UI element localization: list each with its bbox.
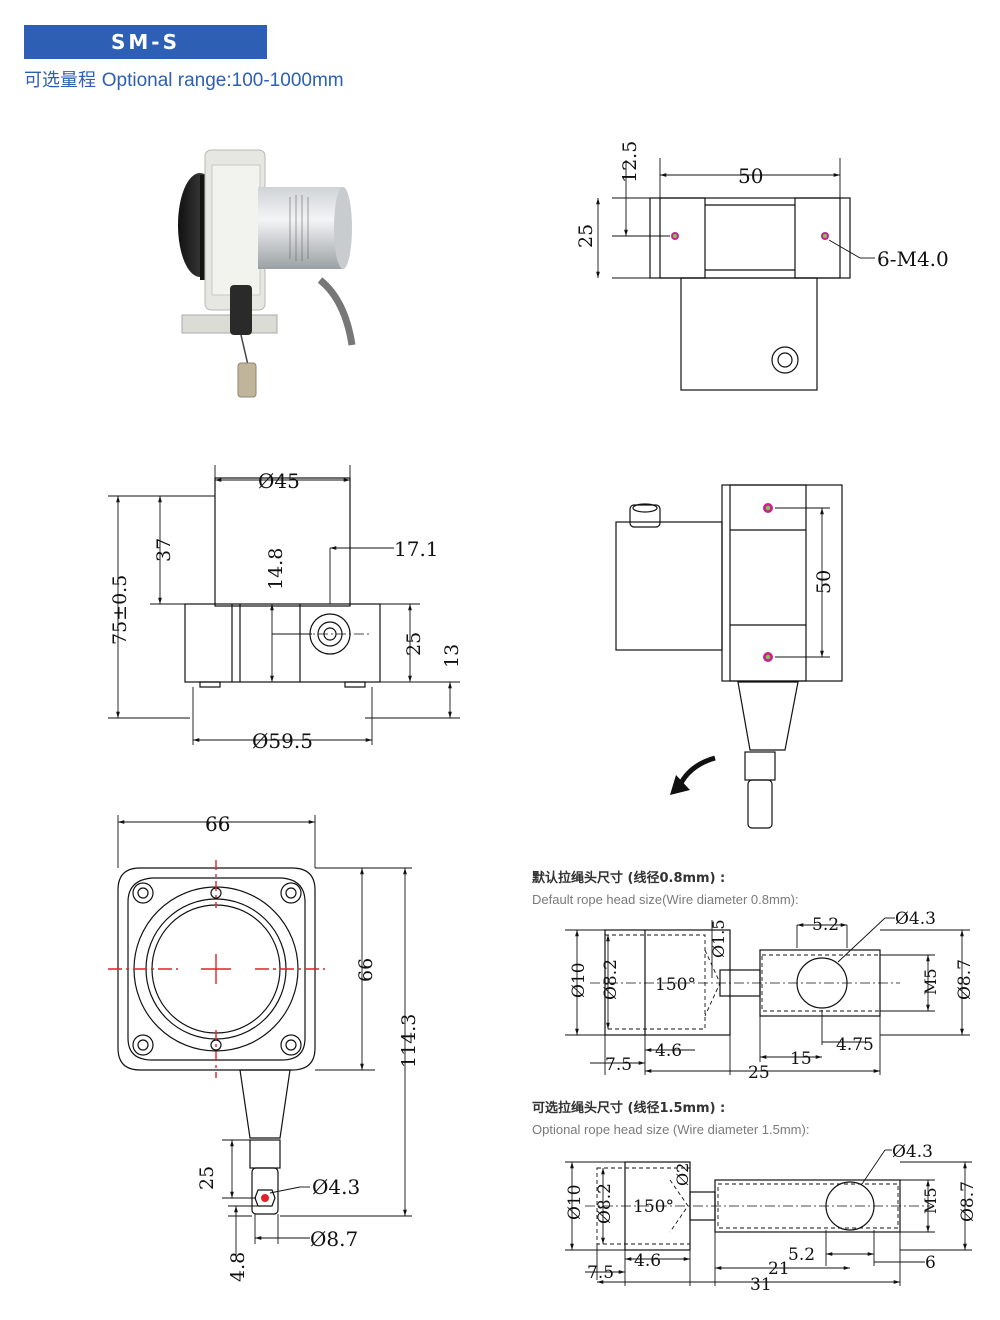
default-rope-head: 默认拉绳头尺寸 (线径0.8mm) : Default rope head si… — [532, 870, 975, 1083]
dim-front-13: 13 — [441, 644, 463, 668]
optional-d8-2: Ø8.2 — [595, 1183, 615, 1224]
dim-bottom-114-3: 114.3 — [398, 1014, 420, 1068]
dim-top-12-5: 12.5 — [619, 141, 641, 183]
default-d150: 150° — [655, 975, 696, 995]
optional-d5-2: 5.2 — [788, 1245, 815, 1265]
model-label: SM-S — [110, 30, 180, 54]
dim-bottom-8-7: Ø8.7 — [310, 1227, 358, 1251]
optional-d31: 31 — [750, 1275, 772, 1295]
default-m5: M5 — [921, 968, 940, 995]
default-d4-75: 4.75 — [836, 1035, 874, 1055]
side-view: 50 — [615, 484, 843, 829]
optional-rope-head: 可选拉绳头尺寸 (线径1.5mm) : Optional rope head s… — [532, 1100, 978, 1295]
dim-bottom-4-3: Ø4.3 — [312, 1175, 360, 1199]
default-d4-3: Ø4.3 — [895, 909, 936, 929]
optional-d10: Ø10 — [565, 1184, 585, 1220]
range-en: Optional range:100-1000mm — [101, 70, 344, 91]
dim-bottom-66h: 66 — [355, 958, 377, 982]
dim-hole: 6-M4.0 — [877, 247, 949, 271]
dim-front-59-5: Ø59.5 — [252, 729, 313, 753]
default-d25: 25 — [748, 1063, 770, 1083]
default-d1-5: Ø1.5 — [709, 919, 728, 958]
dim-side-50: 50 — [813, 570, 835, 594]
default-d4-6: 4.6 — [655, 1041, 682, 1061]
dim-front-45: Ø45 — [258, 469, 300, 493]
product-photo — [178, 149, 356, 398]
optional-d8-7: Ø8.7 — [958, 1181, 978, 1222]
optional-head-title-en: Optional rope head size (Wire diameter 1… — [532, 1122, 809, 1137]
default-head-title-en: Default rope head size(Wire diameter 0.8… — [532, 892, 799, 907]
default-d5-2: 5.2 — [812, 915, 839, 935]
dim-top-25: 25 — [575, 224, 597, 248]
default-d8-2: Ø8.2 — [601, 959, 621, 1000]
optional-d6: 6 — [925, 1253, 936, 1273]
default-d8-7: Ø8.7 — [955, 959, 975, 1000]
range-cn: 可选量程 — [24, 70, 96, 91]
dim-front-25: 25 — [403, 632, 425, 656]
dim-bottom-4-8: 4.8 — [227, 1252, 249, 1282]
default-d7-5: 7.5 — [605, 1055, 632, 1075]
bottom-view: 66 66 114.3 25 Ø4.3 Ø8.7 4.8 — [108, 812, 420, 1282]
dim-bottom-25: 25 — [196, 1166, 218, 1190]
top-right-view: 50 12.5 25 6-M4.0 — [575, 141, 949, 391]
dim-top-50: 50 — [738, 164, 763, 188]
default-d15: 15 — [790, 1049, 812, 1069]
default-head-title-cn: 默认拉绳头尺寸 (线径0.8mm) : — [532, 870, 725, 886]
dim-bottom-66w: 66 — [205, 812, 230, 836]
optional-head-title-cn: 可选拉绳头尺寸 (线径1.5mm) : — [532, 1100, 725, 1116]
optional-d2: Ø2 — [673, 1163, 692, 1186]
model-badge: SM-S — [24, 25, 267, 59]
front-view: Ø45 17.1 14.8 37 75±0.5 25 13 Ø59.5 — [108, 465, 463, 753]
optional-range: 可选量程 Optional range:100-1000mm — [24, 66, 344, 92]
optional-d4-6: 4.6 — [634, 1251, 661, 1271]
optional-m5: M5 — [921, 1187, 940, 1214]
optional-d21: 21 — [768, 1259, 790, 1279]
optional-d150: 150° — [633, 1197, 674, 1217]
dim-front-17-1: 17.1 — [394, 537, 439, 561]
dim-front-75: 75±0.5 — [109, 575, 131, 645]
rotate-arrow-icon — [677, 755, 716, 787]
dim-front-37: 37 — [153, 538, 175, 562]
dim-front-14-8: 14.8 — [265, 548, 287, 590]
optional-d4-3: Ø4.3 — [892, 1142, 933, 1162]
optional-d7-5: 7.5 — [587, 1263, 614, 1283]
default-d10: Ø10 — [569, 962, 589, 998]
